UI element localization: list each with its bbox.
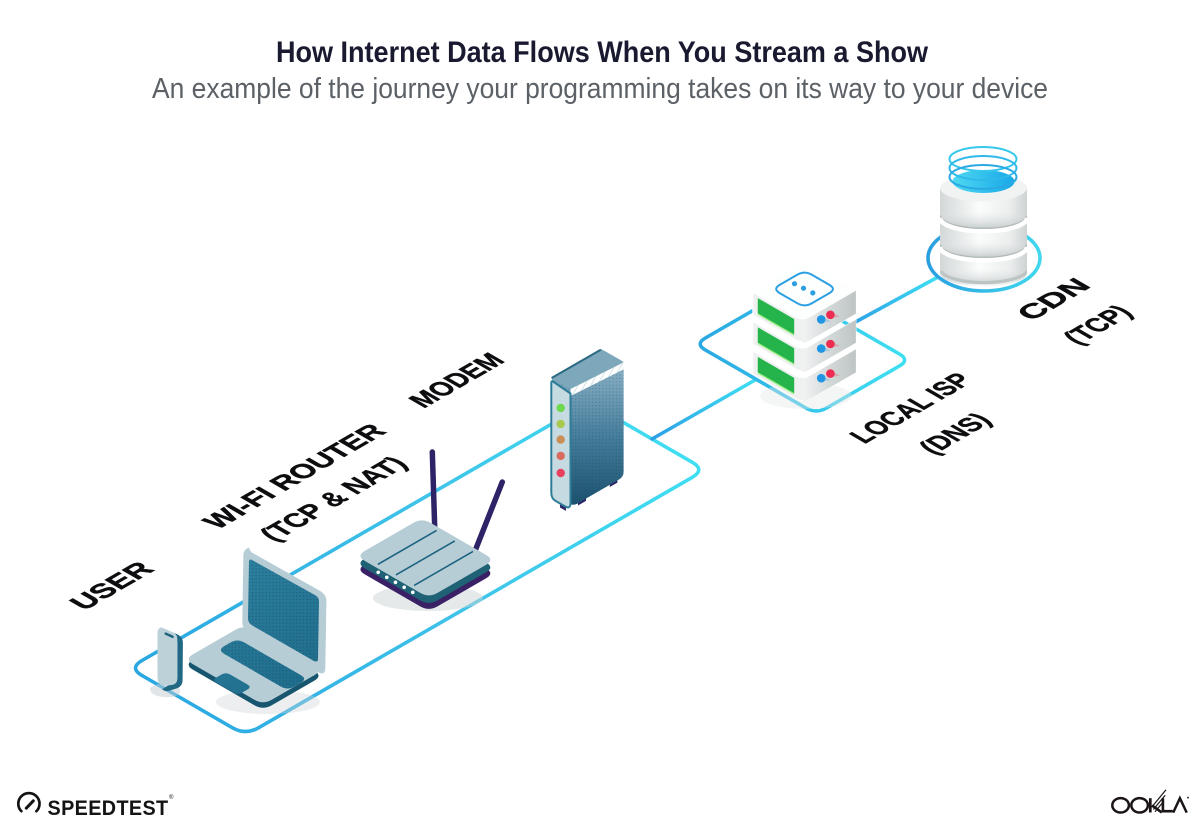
svg-text:USER: USER [63, 557, 161, 614]
svg-text:SPEEDTEST: SPEEDTEST [48, 796, 169, 820]
svg-text:®: ® [169, 794, 174, 801]
svg-text:(TCP): (TCP) [1056, 301, 1138, 349]
svg-text:An example of the journey your: An example of the journey your programmi… [152, 73, 1048, 105]
svg-text:MODEM: MODEM [402, 349, 511, 412]
svg-text:(DNS): (DNS) [912, 409, 998, 459]
svg-text:How Internet Data Flows When Y: How Internet Data Flows When You Stream … [276, 36, 929, 69]
